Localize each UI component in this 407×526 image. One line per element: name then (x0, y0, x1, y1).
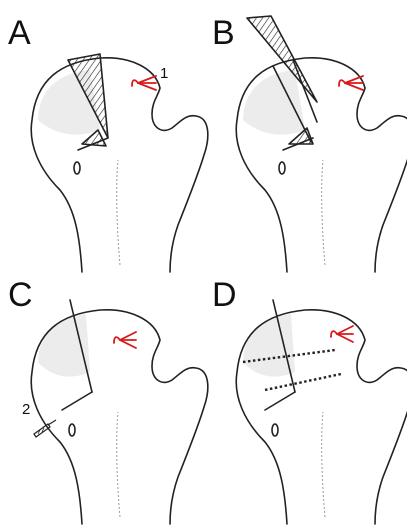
retinacular-vessel-marker (331, 326, 353, 342)
lesser-trochanter-mark (74, 162, 80, 174)
panel-letter-b: B (212, 14, 235, 52)
lesser-trochanter-mark (279, 162, 285, 174)
panel-letter-c: C (8, 276, 33, 314)
femoral-shaft-contour (322, 412, 325, 517)
femoral-shaft-contour (117, 160, 120, 265)
panel-letter-d: D (212, 276, 237, 314)
lesser-trochanter-mark (272, 424, 278, 436)
femoral-shaft-contour (322, 160, 325, 265)
retinacular-vessel-marker (339, 76, 363, 90)
panel-d: D (212, 276, 407, 524)
osteotomy-base-line (265, 392, 295, 410)
retinacular-vessel-marker (114, 332, 136, 348)
retinacular-vessel-marker (132, 76, 156, 90)
femoral-head-shading (38, 314, 90, 377)
panel-c: C 2 (8, 276, 208, 524)
panel-b: B (212, 14, 407, 272)
callout-1: 1 (160, 65, 168, 82)
callout-2: 2 (22, 401, 30, 418)
lesser-trochanter-mark (69, 424, 75, 436)
panel-a: A 1 (8, 14, 208, 272)
femoral-shaft-contour (117, 412, 120, 517)
femoral-head-shading (243, 314, 295, 377)
panel-letter-a: A (8, 14, 31, 52)
osteotomy-base-line (62, 392, 92, 410)
